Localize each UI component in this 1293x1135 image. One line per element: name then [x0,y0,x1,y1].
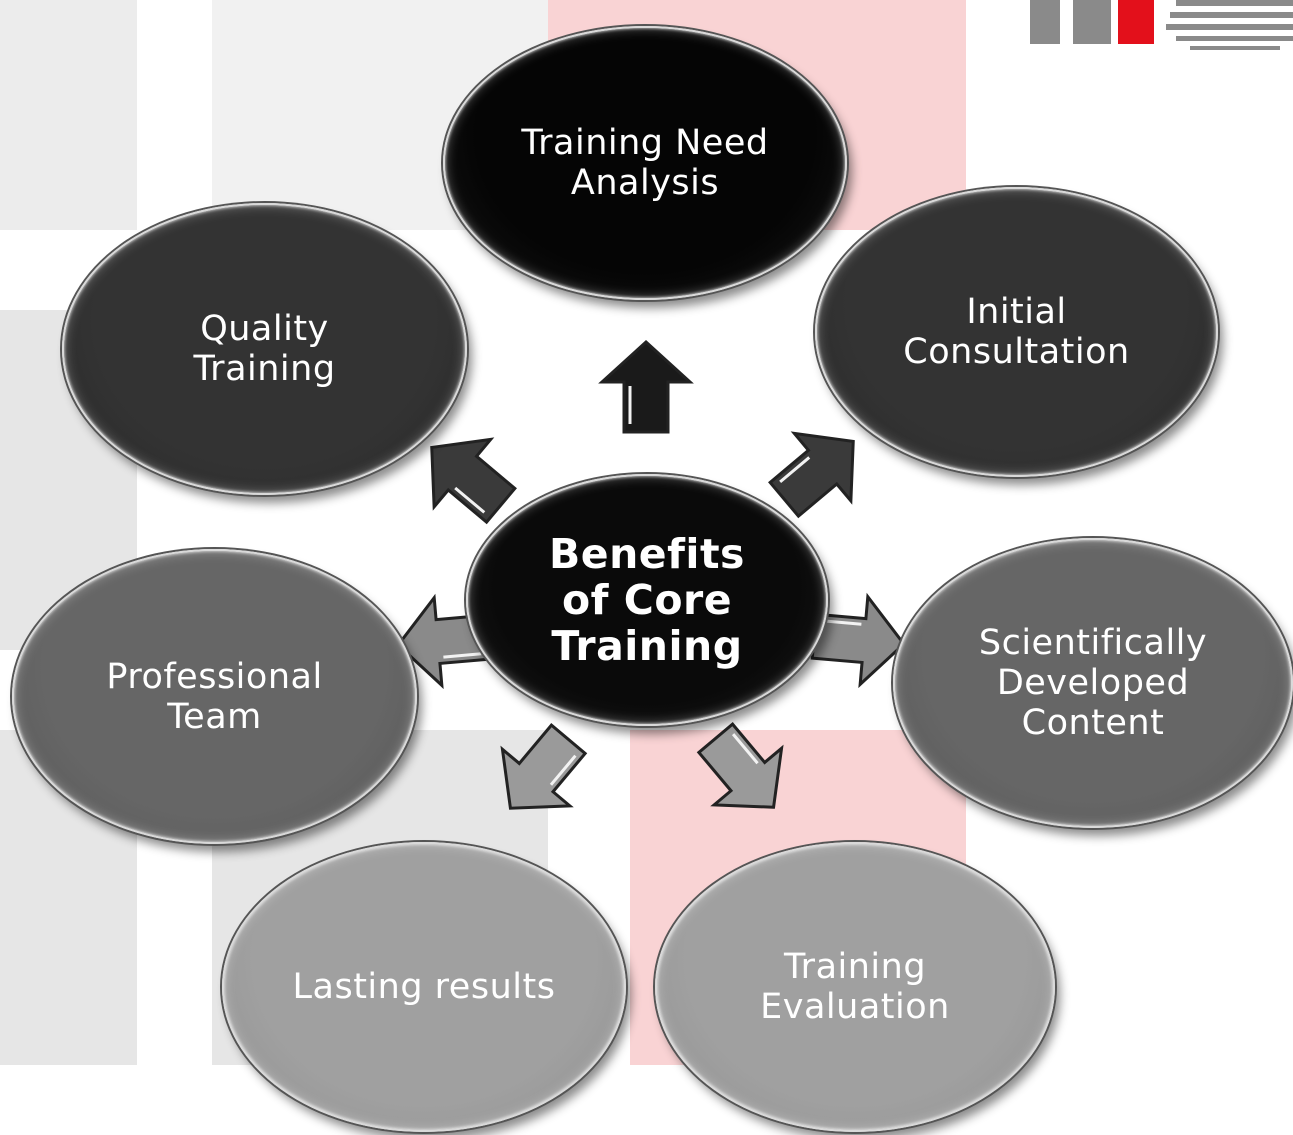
label-training-evaluation: Training Evaluation [760,947,950,1027]
label-scientifically-developed-content: Scientifically Developed Content [978,623,1208,743]
node-lasting-results: Lasting results [222,842,626,1132]
label-lasting-results: Lasting results [292,967,556,1007]
node-professional-team: Professional Team [12,549,417,844]
label-training-need-analysis: Training Need Analysis [521,123,769,203]
node-training-evaluation: Training Evaluation [655,842,1055,1132]
node-scientifically-developed-content: Scientifically Developed Content [893,538,1293,828]
label-professional-team: Professional Team [106,656,323,737]
arrow-to-training-evaluation [696,722,784,809]
node-initial-consultation: Initial Consultation [815,187,1218,477]
node-quality-training: Quality Training [62,203,467,495]
node-training-need-analysis: Training Need Analysis [443,26,847,300]
center-node: Benefits of Core Training [466,474,828,726]
arrow-to-training-need-analysis [598,339,694,434]
label-quality-training: Quality Training [193,309,336,389]
label-initial-consultation: Initial Consultation [903,292,1130,372]
center-label: Benefits of Core Training [549,530,745,670]
arrow-to-initial-consultation [768,431,855,519]
arrow-to-lasting-results [500,723,588,810]
bg-panel-left-top [0,0,137,230]
arrow-to-quality-training [430,437,517,525]
